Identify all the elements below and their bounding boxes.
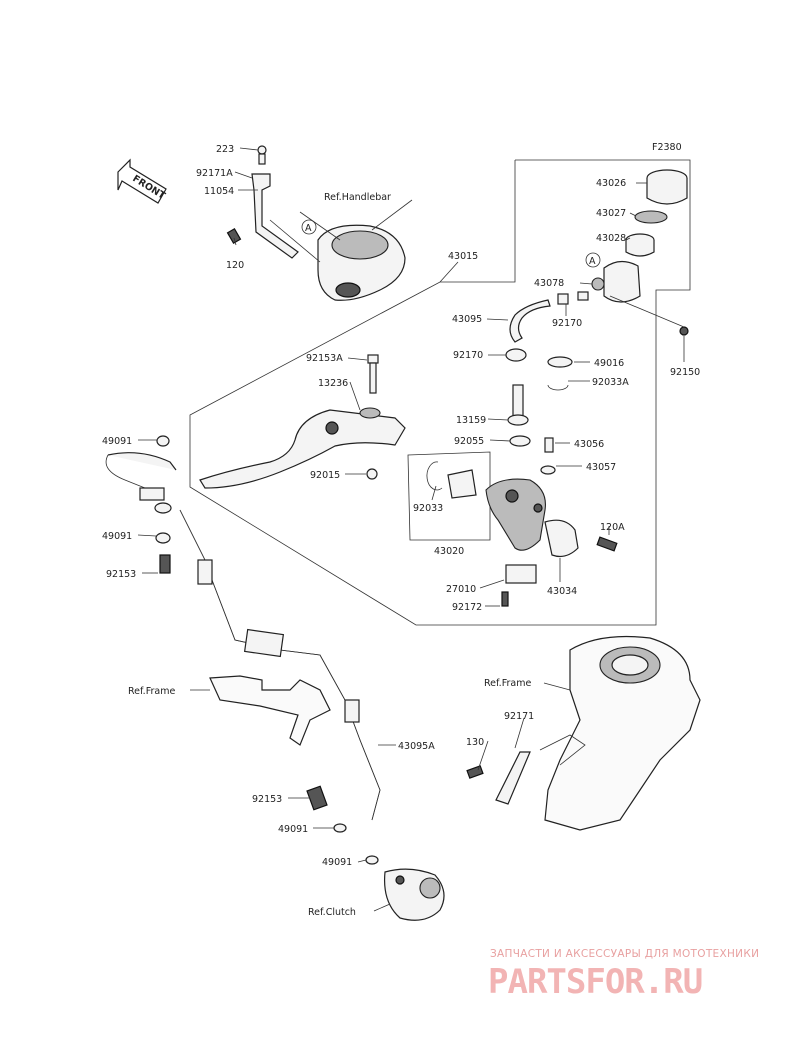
ref-handlebar: Ref.Handlebar (324, 192, 391, 203)
ref-frame-1: Ref.Frame (128, 686, 175, 697)
fitting-13159 (507, 384, 529, 426)
label-43034: 43034 (547, 586, 577, 597)
label-43056: 43056 (574, 439, 604, 450)
ref-frame-2: Ref.Frame (484, 678, 531, 689)
label-49091-a: 49091 (102, 436, 132, 447)
label-92015: 92015 (310, 470, 340, 481)
part-labels: 223 92171A 11054 120 Ref.Handlebar 43015… (102, 144, 700, 918)
label-43027: 43027 (596, 208, 626, 219)
circlip-92033A (547, 384, 569, 391)
label-223: 223 (216, 144, 234, 155)
reservoir-hose (509, 299, 551, 343)
ref-clutch: Ref.Clutch (308, 907, 356, 918)
label-92153-b: 92153 (252, 794, 282, 805)
hose-clamp (557, 293, 569, 305)
label-92170-b: 92170 (453, 350, 483, 361)
label-92055: 92055 (454, 436, 484, 447)
label-120: 120 (226, 260, 244, 271)
label-49091-b: 49091 (102, 531, 132, 542)
label-43020: 43020 (434, 546, 464, 557)
label-49091-d: 49091 (322, 857, 352, 868)
clutch-slave-cylinder (383, 868, 445, 921)
clutch-hose-line (105, 435, 381, 865)
frame-bracket-left (209, 675, 331, 746)
clutch-lever (199, 407, 406, 489)
label-92033A: 92033A (592, 377, 629, 388)
label-43028: 43028 (596, 233, 626, 244)
frame-head-pipe (466, 635, 701, 831)
callout-a-2: A (589, 256, 596, 267)
front-arrow-icon: FRONT (117, 158, 167, 204)
label-92170-a: 92170 (552, 318, 582, 329)
label-92150: 92150 (670, 367, 700, 378)
label-130: 130 (466, 737, 484, 748)
label-43057: 43057 (586, 462, 616, 473)
handlebar-holder-group: A (226, 145, 406, 301)
label-92153-a: 92153 (106, 569, 136, 580)
label-43015: 43015 (448, 251, 478, 262)
label-92033: 92033 (413, 503, 443, 514)
callout-a-1: A (305, 223, 312, 234)
label-43095A: 43095A (398, 741, 435, 752)
watermark-tagline: ЗАПЧАСТИ И АКСЕССУАРЫ ДЛЯ МОТОТЕХНИКИ (490, 948, 760, 960)
label-27010: 27010 (446, 584, 476, 595)
label-43026: 43026 (596, 178, 626, 189)
label-92172: 92172 (452, 602, 482, 613)
label-13159: 13159 (456, 415, 486, 426)
assembly-outline (189, 159, 691, 626)
label-43078: 43078 (534, 278, 564, 289)
figure-code: F2380 (652, 142, 682, 153)
bolt-92153A (367, 354, 379, 394)
reservoir-group: A (577, 169, 689, 336)
label-43095: 43095 (452, 314, 482, 325)
label-92171A: 92171A (196, 168, 233, 179)
label-92171: 92171 (504, 711, 534, 722)
label-49016: 49016 (594, 358, 624, 369)
label-120A: 120A (600, 522, 625, 533)
watermark-brand: PARTSFOR.RU (488, 962, 703, 1002)
clamp-92170 (505, 348, 527, 362)
label-92153A: 92153A (306, 353, 343, 364)
master-cylinder-body (407, 437, 618, 607)
o-ring-92055 (509, 435, 531, 447)
label-11054: 11054 (204, 186, 234, 197)
label-49091-c: 49091 (278, 824, 308, 835)
washer-49016 (547, 356, 573, 368)
label-13236: 13236 (318, 378, 348, 389)
leader-lines (137, 147, 685, 912)
